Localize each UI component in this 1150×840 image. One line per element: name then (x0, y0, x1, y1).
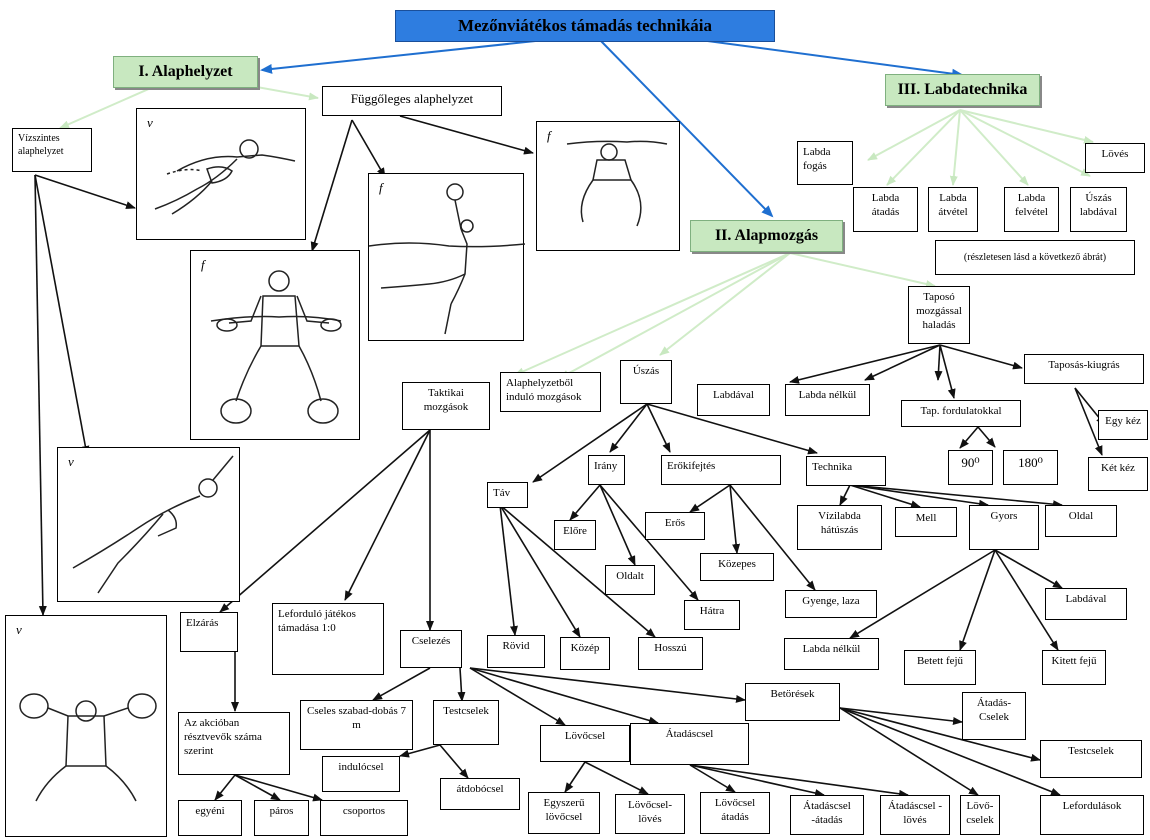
node-lovo-cselek: Lövő-cselek (960, 795, 1000, 835)
node-labda-atvetel: Labda átvétel (928, 187, 978, 232)
node-labda-nelkul-2: Labda nélkül (784, 638, 879, 670)
node-taposo: Taposó mozgással haladás (908, 286, 970, 344)
node-labdaval-2: Labdával (1045, 588, 1127, 620)
node-labdaval-1: Labdával (697, 384, 770, 416)
node-csoportos: csoportos (320, 800, 408, 836)
node-reszletesen: (részletesen lásd a következő ábrát) (935, 240, 1135, 275)
node-tav: Táv (487, 482, 528, 508)
node-az-akcioban: Az akcióban résztvevők száma szerint (178, 712, 290, 775)
node-uszas-labdaval: Úszás labdával (1070, 187, 1127, 232)
swimmer-figure-icon (154, 139, 296, 215)
node-loves: Lövés (1085, 143, 1145, 173)
node-hatra: Hátra (684, 600, 740, 630)
node-labda-atadas: Labda átadás (853, 187, 918, 232)
figure-treading-front: f (190, 250, 360, 440)
figure-label: f (201, 257, 205, 272)
node-taktikai-mozgasok: Taktikai mozgások (402, 382, 490, 430)
node-betoresek: Betörések (745, 683, 840, 721)
node-uszas: Úszás (620, 360, 672, 404)
node-gyenge-laza: Gyenge, laza (785, 590, 877, 618)
node-irany: Irány (588, 455, 625, 485)
backstroke-figure-icon (72, 455, 234, 594)
ball-shot-figure-icon (369, 183, 525, 335)
node-egy-kez: Egy kéz (1098, 410, 1148, 440)
figure-label: f (379, 180, 383, 195)
figure-label: f (547, 128, 551, 143)
node-testcselek-1: Testcselek (433, 700, 499, 745)
node-lefordulo: Leforduló játékos támadása 1:0 (272, 603, 384, 675)
node-lovocsel-atadas: Lövőcsel átadás (700, 792, 770, 834)
tree-arrows (34, 115, 1106, 802)
node-testcselek-2: Testcselek (1040, 740, 1142, 778)
figure-label: v (16, 622, 22, 637)
node-kozepes: Közepes (700, 553, 774, 581)
node-paros: páros (254, 800, 309, 836)
node-atadascsel-atadas: Átadáscsel -átadás (790, 795, 864, 835)
node-kitett-feju: Kitett fejű (1042, 650, 1106, 685)
figure-label: v (147, 115, 153, 130)
node-cseles-szabaddobas: Cseles szabad-dobás 7 m (300, 700, 413, 750)
node-rovid: Rövid (487, 635, 545, 668)
node-fuggoleges-alaphelyzet: Függőleges alaphelyzet (322, 86, 502, 116)
figure-vertical-float: f (536, 121, 680, 251)
node-labda-nelkul-1: Labda nélkül (785, 384, 870, 416)
node-egyeni: egyéni (178, 800, 242, 836)
title-arrows (260, 39, 964, 218)
figure-ball-shot: f (368, 173, 525, 341)
node-labda-felvetel: Labda felvétel (1004, 187, 1059, 232)
vertical-figure-icon (566, 140, 668, 227)
node-labda-fogas: Labda fogás (797, 141, 853, 185)
node-indulocsel: indulócsel (322, 756, 400, 792)
figure-backstroke: v (57, 447, 240, 602)
node-betett-feju: Betett fejű (904, 650, 976, 685)
node-lovocsel: Lövőcsel (540, 725, 630, 762)
node-oldalt: Oldalt (605, 565, 655, 595)
node-technika: Technika (806, 456, 886, 486)
node-cselezes: Cselezés (400, 630, 462, 668)
node-90-deg: 90⁰ (948, 450, 993, 485)
front-view-figure-icon (19, 693, 157, 802)
node-lefordulasok: Lefordulások (1040, 795, 1144, 835)
node-atdobocsel: átdobócsel (440, 778, 520, 810)
figure-horizontal-swimmer: v (136, 108, 306, 240)
section-alapmozgas: II. Alapmozgás (690, 220, 843, 252)
node-vizilabda-hatuszas: Vízilabda hátúszás (797, 505, 882, 550)
section-alaphelyzet: I. Alaphelyzet (113, 56, 258, 88)
node-egyszeru-lovocsel: Egyszerű lövőcsel (528, 792, 600, 834)
figure-front-view: v (5, 615, 167, 837)
node-gyors: Gyors (969, 505, 1039, 550)
section-labdatechnika: III. Labdatechnika (885, 74, 1040, 106)
node-180-deg: 180⁰ (1003, 450, 1058, 485)
node-hosszu: Hosszú (638, 637, 703, 670)
node-mell: Mell (895, 507, 957, 537)
node-elzaras: Elzárás (180, 612, 238, 652)
node-atadascsel-loves: Átadáscsel -lövés (880, 795, 950, 835)
node-alaphelyzetbol: Alaphelyzetből induló mozgások (500, 372, 601, 412)
node-ket-kez: Két kéz (1088, 457, 1148, 491)
node-eros: Erős (645, 512, 705, 540)
node-oldal: Oldal (1045, 505, 1117, 537)
node-elore: Előre (554, 520, 596, 550)
figure-label: v (68, 454, 74, 469)
treading-figure-icon (210, 270, 342, 424)
node-kozep: Közép (560, 637, 610, 670)
green-arrows (59, 83, 1094, 379)
node-taposas-kiugras: Taposás-kiugrás (1024, 354, 1144, 384)
node-tap-fordulatokkal: Tap. fordulatokkal (901, 400, 1021, 427)
node-atadascsel: Átadáscsel (630, 723, 749, 765)
diagram-title: Mezőnviátékos támadás technikáia (395, 10, 775, 42)
node-atadas-cselek: Átadás-Cselek (962, 692, 1026, 740)
node-erokifejtes: Erőkifejtés (661, 455, 781, 485)
node-lovocsel-loves: Lövőcsel-lövés (615, 794, 685, 834)
node-vizszintes-alaphelyzet: Vízszintes alaphelyzet (12, 128, 92, 172)
